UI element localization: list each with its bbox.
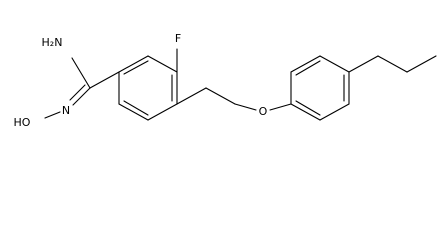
ring-a-double-3	[123, 100, 149, 116]
amidine-c-nh2-bond	[71, 57, 91, 89]
ring-b-bond-6	[290, 103, 321, 121]
ring-a-bond-1	[118, 55, 149, 73]
o-aryl-bond	[269, 103, 292, 111]
n-o-bond	[44, 111, 61, 119]
ethyl-bond-3	[406, 55, 437, 73]
hydroxy-label: HO	[14, 116, 31, 129]
ethyl-bond-2	[377, 55, 408, 73]
ring-b-double-3	[295, 100, 321, 116]
ethyl-bond-1	[348, 55, 379, 73]
ethylphenyl-ring	[290, 55, 350, 121]
ring-to-ch2-bond	[176, 87, 207, 105]
ether-oxygen-label: O	[259, 105, 268, 118]
ring-b-double-1	[295, 60, 321, 76]
fluorine-label: F	[175, 32, 181, 45]
amidoxime-group	[44, 57, 120, 119]
ring-b-bond-3	[319, 55, 350, 73]
ring-b-bond-2	[290, 55, 321, 73]
amidine-c-n-double-bond	[72, 87, 91, 106]
molecule-structure-diagram: H₂N HO N F O	[14, 32, 437, 129]
amine-label: H₂N	[42, 36, 63, 49]
ethyl-group	[348, 55, 437, 73]
ch2-bond	[205, 87, 236, 105]
ring-b-bond-5	[319, 103, 350, 121]
ring-to-amidine-bond	[89, 71, 120, 89]
imine-nitrogen-label: N	[62, 104, 70, 117]
ring-a-bond-4	[147, 103, 178, 121]
ch2-o-bond	[234, 103, 257, 111]
amidine-c-n-double-bond-inner	[69, 84, 86, 101]
ring-a-double-1	[123, 60, 149, 75]
methylene-ether-linker	[176, 87, 292, 111]
ring-a-bond-2	[147, 55, 178, 73]
ring-a-bond-5	[118, 103, 149, 121]
fluorobenzene-ring	[118, 55, 178, 121]
